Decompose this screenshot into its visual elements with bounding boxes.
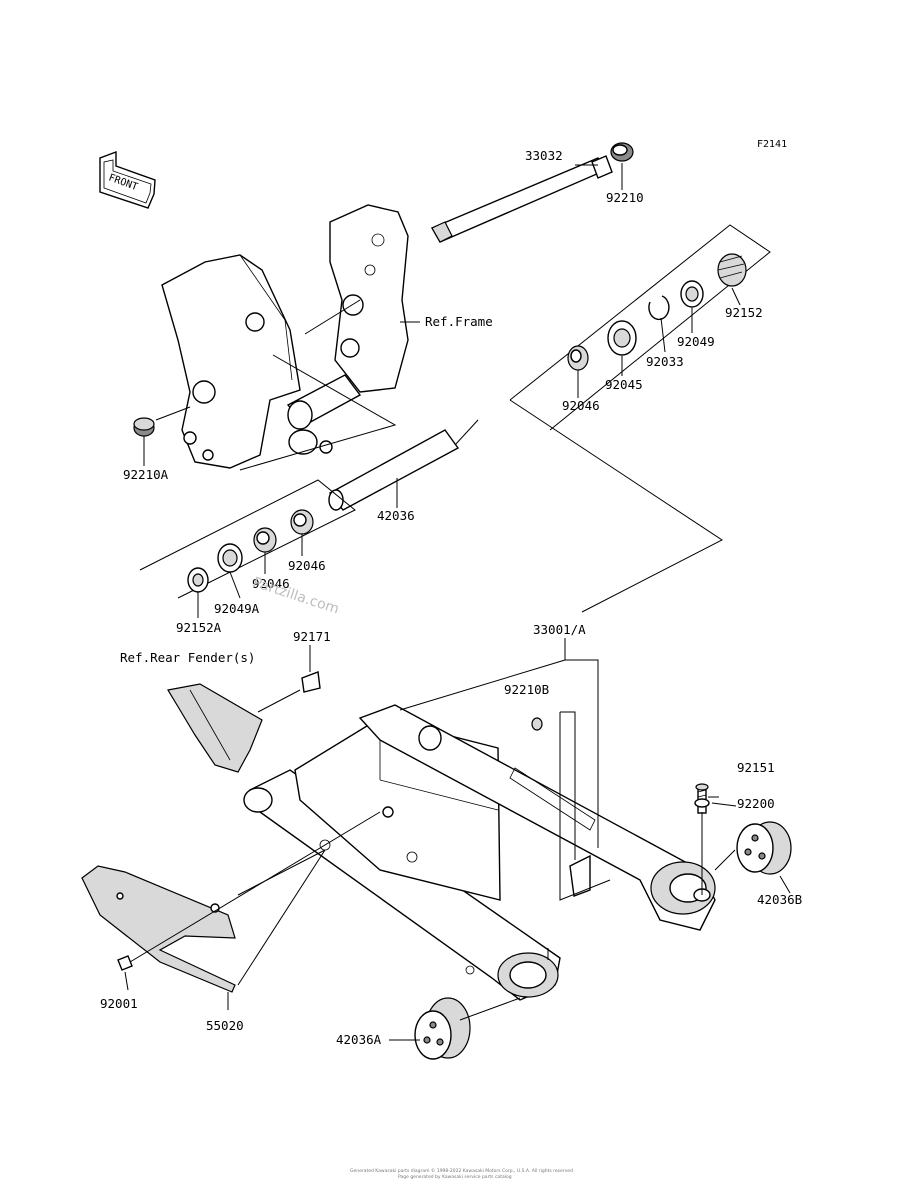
label-33032: 33032 xyxy=(525,148,563,163)
label-ref-frame: Ref.Frame xyxy=(425,314,493,329)
label-92152A: 92152A xyxy=(176,620,222,635)
swingarm-33001 xyxy=(243,704,716,1001)
bearing-group-outline-right xyxy=(509,224,771,431)
label-42036B: 42036B xyxy=(757,892,802,907)
clamp-92171 xyxy=(301,671,321,693)
label-92151: 92151 xyxy=(737,760,775,775)
sleeve-axis-line xyxy=(454,419,479,446)
label-92045: 92045 xyxy=(605,377,643,392)
label-ref-rear-fender: Ref.Rear Fender(s) xyxy=(120,650,255,665)
bearing-group-outline-left xyxy=(139,479,356,599)
bolt-92001 xyxy=(117,955,133,971)
pivot-shaft-33032 xyxy=(431,155,613,243)
label-92001: 92001 xyxy=(100,996,138,1011)
label-92210A: 92210A xyxy=(123,467,169,482)
frame-left-plate xyxy=(161,254,301,469)
label-92046-lower: 92046 xyxy=(252,576,290,591)
ball-bearing-92045 xyxy=(607,320,637,356)
bushing-42036B xyxy=(736,821,792,875)
nut-92210 xyxy=(610,142,634,162)
label-42036: 42036 xyxy=(377,508,415,523)
rear-fender-bracket xyxy=(167,683,263,773)
frame-hatch-lines xyxy=(239,354,397,471)
oil-seal-92049 xyxy=(680,280,704,308)
washer-92200 xyxy=(694,798,710,808)
leader-lines xyxy=(124,163,791,1041)
footer-line-1: Generated Kawasaki parts diagram © 1998-… xyxy=(350,1167,573,1174)
watermark: Partzilla.com xyxy=(251,575,341,618)
needle-bearing-92046-top xyxy=(567,345,589,371)
nut-92210A xyxy=(133,406,191,437)
front-arrow-icon: FRONT xyxy=(99,150,156,209)
label-92200: 92200 xyxy=(737,796,775,811)
sleeve-42036 xyxy=(328,429,460,511)
bushing-42036A xyxy=(414,997,471,1060)
label-92049A: 92049A xyxy=(214,601,260,616)
label-92171: 92171 xyxy=(293,629,331,644)
label-55020: 55020 xyxy=(206,1018,244,1033)
nut-92210B xyxy=(531,717,543,731)
label-92046-mid: 92046 xyxy=(288,558,326,573)
frame-cross-tube xyxy=(286,374,362,455)
oil-seal-92049A xyxy=(217,543,243,573)
dust-seal-92152 xyxy=(717,253,747,287)
label-92049: 92049 xyxy=(677,334,715,349)
circlip-92033 xyxy=(648,295,670,321)
label-92152: 92152 xyxy=(725,305,763,320)
swingarm-pointer-line xyxy=(509,399,723,613)
dust-seal-92152A xyxy=(187,567,209,593)
chain-guard-55020 xyxy=(81,865,236,993)
figure-id: F2141 xyxy=(757,139,787,150)
label-92210: 92210 xyxy=(606,190,644,205)
needle-bearing-92046-lower xyxy=(253,527,277,553)
label-92046-top: 92046 xyxy=(562,398,600,413)
label-92033: 92033 xyxy=(646,354,684,369)
label-92210B: 92210B xyxy=(504,682,549,697)
footer-line-2: Page generated by Kawasaki service parts… xyxy=(398,1174,512,1180)
label-42036A: 42036A xyxy=(336,1032,382,1047)
needle-bearing-92046-mid xyxy=(290,509,314,535)
frame-ref-line xyxy=(304,299,361,335)
label-33001A: 33001/A xyxy=(533,622,586,637)
frame-right-plate xyxy=(329,204,409,393)
